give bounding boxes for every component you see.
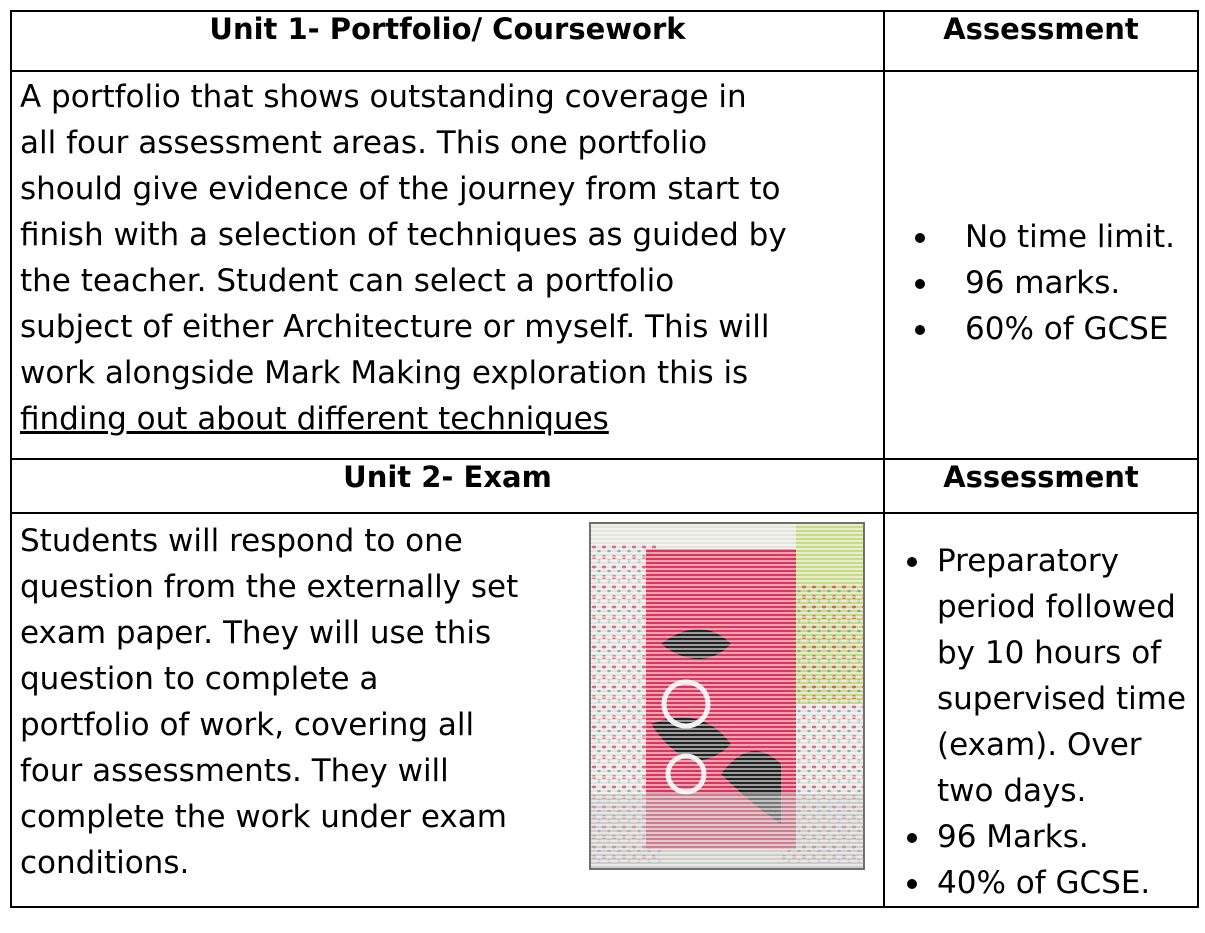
unit1-line: should give evidence of the journey from… bbox=[20, 171, 781, 207]
artwork-image bbox=[589, 522, 865, 870]
unit2-assessment-list: Preparatory period followed by 10 hours … bbox=[885, 514, 1197, 906]
bullet-icon bbox=[907, 833, 917, 843]
unit1-assessment-item: No time limit. bbox=[965, 219, 1175, 255]
unit1-assessment-item: 60% of GCSE bbox=[965, 311, 1169, 347]
unit2-assessment-line: two days. bbox=[937, 773, 1087, 809]
assessment-document: Unit 1- Portfolio/ Coursework Assessment… bbox=[10, 10, 1199, 933]
list-item: Preparatory period followed by 10 hours … bbox=[885, 538, 1197, 814]
unit2-line: complete the work under exam bbox=[20, 799, 507, 835]
unit1-description: A portfolio that shows outstanding cover… bbox=[12, 72, 883, 442]
bullet-icon bbox=[915, 325, 925, 335]
list-item: 60% of GCSE bbox=[885, 306, 1197, 352]
list-item: 40% of GCSE. bbox=[885, 860, 1197, 906]
unit2-line: question from the externally set bbox=[20, 569, 519, 605]
unit2-assessment-line: (exam). Over bbox=[937, 727, 1142, 763]
unit1-assessment-cell: No time limit. 96 marks. 60% of GCSE bbox=[883, 70, 1199, 460]
bullet-icon bbox=[915, 279, 925, 289]
bullet-icon bbox=[907, 557, 917, 567]
unit2-description-cell: Students will respond to one question fr… bbox=[10, 512, 885, 908]
unit1-line: A portfolio that shows outstanding cover… bbox=[20, 79, 747, 115]
unit2-assessment-line: Preparatory bbox=[937, 543, 1119, 579]
unit1-line: finish with a selection of techniques as… bbox=[20, 217, 787, 253]
unit2-line: exam paper. They will use this bbox=[20, 615, 492, 651]
unit1-line: all four assessment areas. This one port… bbox=[20, 125, 708, 161]
unit2-assessment-line: by 10 hours of bbox=[937, 635, 1162, 671]
unit1-line: subject of either Architecture or myself… bbox=[20, 309, 770, 345]
list-item: 96 Marks. bbox=[885, 814, 1197, 860]
unit2-line: portfolio of work, covering all bbox=[20, 707, 475, 743]
unit1-header-row: Unit 1- Portfolio/ Coursework Assessment bbox=[10, 10, 1199, 72]
unit2-assessment-line: supervised time bbox=[937, 681, 1187, 717]
unit1-line: finding out about different techniques bbox=[20, 401, 609, 437]
unit2-title: Unit 2- Exam bbox=[10, 458, 885, 514]
unit1-assessment-item: 96 marks. bbox=[965, 265, 1121, 301]
unit2-assessment-line: period followed bbox=[937, 589, 1176, 625]
unit1-title: Unit 1- Portfolio/ Coursework bbox=[10, 10, 885, 72]
unit2-description: Students will respond to one question fr… bbox=[20, 518, 580, 886]
unit1-assessment-header: Assessment bbox=[883, 10, 1199, 72]
unit2-line: Students will respond to one bbox=[20, 523, 463, 559]
bullet-icon bbox=[907, 879, 917, 889]
unit2-assessment-line: 40% of GCSE. bbox=[937, 865, 1151, 901]
unit2-body-row: Students will respond to one question fr… bbox=[10, 512, 1199, 908]
unit2-assessment-cell: Preparatory period followed by 10 hours … bbox=[883, 512, 1199, 908]
unit2-header-row: Unit 2- Exam Assessment bbox=[10, 458, 1199, 514]
unit2-line: conditions. bbox=[20, 845, 190, 881]
unit2-assessment-line: 96 Marks. bbox=[937, 819, 1089, 855]
assessment-table: Unit 1- Portfolio/ Coursework Assessment… bbox=[10, 10, 1199, 908]
list-item: 96 marks. bbox=[885, 260, 1197, 306]
unit1-body-row: A portfolio that shows outstanding cover… bbox=[10, 70, 1199, 460]
unit2-line: question to complete a bbox=[20, 661, 379, 697]
unit1-line: work alongside Mark Making exploration t… bbox=[20, 355, 749, 391]
unit1-line: the teacher. Student can select a portfo… bbox=[20, 263, 675, 299]
list-item: No time limit. bbox=[885, 214, 1197, 260]
unit1-assessment-list: No time limit. 96 marks. 60% of GCSE bbox=[885, 72, 1197, 458]
unit2-assessment-header: Assessment bbox=[883, 458, 1199, 514]
artwork-picture bbox=[591, 524, 863, 868]
bullet-icon bbox=[915, 233, 925, 243]
unit2-line: four assessments. They will bbox=[20, 753, 449, 789]
unit1-description-cell: A portfolio that shows outstanding cover… bbox=[10, 70, 885, 460]
